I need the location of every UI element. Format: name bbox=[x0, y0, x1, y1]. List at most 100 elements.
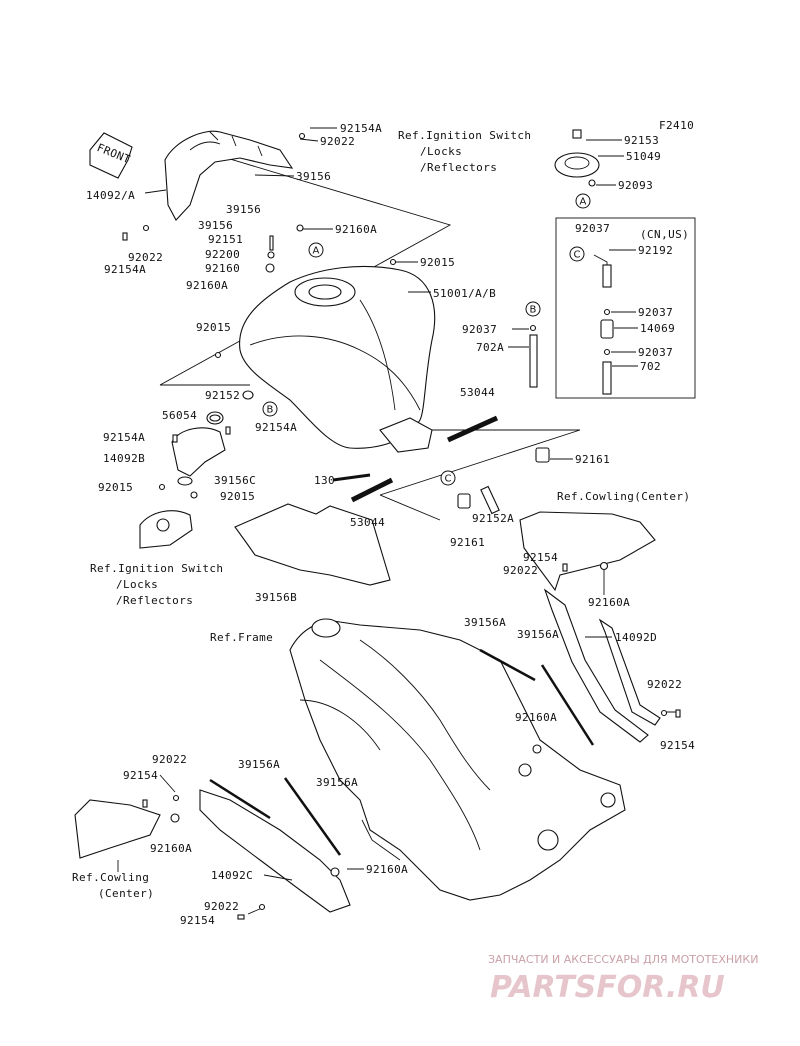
part-label: 39156A bbox=[464, 616, 506, 629]
side-panel-14092D bbox=[479, 511, 661, 746]
part-label: 92160A bbox=[150, 842, 192, 855]
part-label: 92015 bbox=[420, 256, 455, 269]
part-label: 92015 bbox=[220, 490, 255, 503]
callout-marker: C bbox=[569, 246, 585, 262]
part-label: 92153 bbox=[624, 134, 659, 147]
callout-letter: B bbox=[267, 405, 274, 416]
part-label: 51049 bbox=[626, 150, 661, 163]
front-cover-14092A bbox=[164, 130, 294, 221]
leader-lines bbox=[117, 127, 680, 915]
part-label: Ref.Cowling bbox=[72, 871, 149, 884]
part-label: /Reflectors bbox=[420, 161, 497, 174]
part-label: 39156C bbox=[214, 474, 256, 487]
part-label: 92037 bbox=[575, 222, 610, 235]
part-label: 92037 bbox=[638, 346, 673, 359]
fasteners bbox=[122, 132, 681, 920]
part-label: 92022 bbox=[647, 678, 682, 691]
part-label: 53044 bbox=[350, 516, 385, 529]
cn-us-inset-box bbox=[555, 217, 696, 399]
part-label: 92022 bbox=[503, 564, 538, 577]
part-label: /Locks bbox=[420, 145, 462, 158]
part-label: 92151 bbox=[208, 233, 243, 246]
part-label: 92152A bbox=[472, 512, 514, 525]
callout-marker: A bbox=[308, 242, 324, 258]
part-label: 92160A bbox=[588, 596, 630, 609]
part-label: 702A bbox=[476, 341, 504, 354]
part-number-labels: 92154A920223915614092/A39156391569202292… bbox=[72, 122, 695, 927]
part-label: 92154 bbox=[523, 551, 558, 564]
watermark: ЗАПЧАСТИ И АКСЕССУАРЫ ДЛЯ МОТОТЕХНИКИ PA… bbox=[488, 953, 758, 1005]
part-label: Ref.Ignition Switch bbox=[398, 129, 531, 142]
part-label: 14092D bbox=[615, 631, 657, 644]
callout-marker: B bbox=[525, 301, 541, 317]
seat-pad-39156B bbox=[234, 503, 391, 586]
part-label: 14092B bbox=[103, 452, 145, 465]
part-label: 39156A bbox=[238, 758, 280, 771]
part-label: 92160A bbox=[515, 711, 557, 724]
fuel-cap-51049 bbox=[554, 129, 620, 187]
part-label: 92200 bbox=[205, 248, 240, 261]
part-label: 92022 bbox=[152, 753, 187, 766]
part-label: 92154A bbox=[255, 421, 297, 434]
part-label: /Locks bbox=[116, 578, 158, 591]
part-label: 92093 bbox=[618, 179, 653, 192]
callout-marker: C bbox=[440, 470, 456, 486]
side-cover-14092B bbox=[139, 411, 226, 549]
callout-marker: A bbox=[575, 193, 591, 209]
part-label: 39156 bbox=[198, 219, 233, 232]
part-label: 92152 bbox=[205, 389, 240, 402]
part-label: 92160 bbox=[205, 262, 240, 275]
hose-702A bbox=[529, 324, 538, 388]
part-label: 130 bbox=[314, 474, 335, 487]
figure-code: F2410 bbox=[659, 119, 694, 132]
callout-letter: B bbox=[530, 305, 537, 316]
side-panel-14092C bbox=[74, 777, 351, 913]
part-label: 14092C bbox=[211, 869, 253, 882]
part-label: 39156A bbox=[517, 628, 559, 641]
part-label: 51001/A/B bbox=[433, 287, 496, 300]
watermark-caption: ЗАПЧАСТИ И АКСЕССУАРЫ ДЛЯ МОТОТЕХНИКИ bbox=[488, 953, 758, 966]
part-label: 92022 bbox=[128, 251, 163, 264]
part-label: 39156B bbox=[255, 591, 297, 604]
part-label: Ref.Cowling(Center) bbox=[557, 490, 690, 503]
part-label: /Reflectors bbox=[116, 594, 193, 607]
part-label: Ref.Ignition Switch bbox=[90, 562, 223, 575]
part-label: 92160A bbox=[366, 863, 408, 876]
part-label: 92154 bbox=[180, 914, 215, 927]
part-label: (CN,US) bbox=[640, 228, 689, 241]
part-label: 39156A bbox=[316, 776, 358, 789]
part-label: 92154A bbox=[340, 122, 382, 135]
part-label: 39156 bbox=[226, 203, 261, 216]
part-label: 702 bbox=[640, 360, 661, 373]
part-label: 92154A bbox=[103, 431, 145, 444]
front-arrow-icon: FRONT bbox=[89, 132, 133, 179]
callout-letter: C bbox=[445, 474, 452, 485]
part-label: 92161 bbox=[575, 453, 610, 466]
part-label: Ref.Frame bbox=[210, 631, 273, 644]
part-label: 92154A bbox=[104, 263, 146, 276]
part-label: 14092/A bbox=[86, 189, 135, 202]
part-label: 92037 bbox=[638, 306, 673, 319]
part-label: 92022 bbox=[320, 135, 355, 148]
part-label: (Center) bbox=[98, 887, 154, 900]
callout-letter: A bbox=[313, 246, 320, 257]
part-label: 53044 bbox=[460, 386, 495, 399]
watermark-logo: PARTSFOR.RU bbox=[490, 970, 725, 1005]
fuel-tank-51001 bbox=[239, 265, 436, 453]
part-label: 92161 bbox=[450, 536, 485, 549]
part-label: 92160A bbox=[186, 279, 228, 292]
part-label: 92022 bbox=[204, 900, 239, 913]
part-label: 92154 bbox=[660, 739, 695, 752]
frame-assembly bbox=[289, 618, 626, 901]
callout-letter: A bbox=[580, 197, 587, 208]
part-label: 92037 bbox=[462, 323, 497, 336]
part-label: 56054 bbox=[162, 409, 197, 422]
callout-markers: A A B B C C bbox=[262, 193, 591, 486]
part-label: 92192 bbox=[638, 244, 673, 257]
rubber-strips-53044 bbox=[332, 415, 550, 515]
callout-letter: C bbox=[574, 250, 581, 261]
part-label: 14069 bbox=[640, 322, 675, 335]
part-label: 92015 bbox=[196, 321, 231, 334]
